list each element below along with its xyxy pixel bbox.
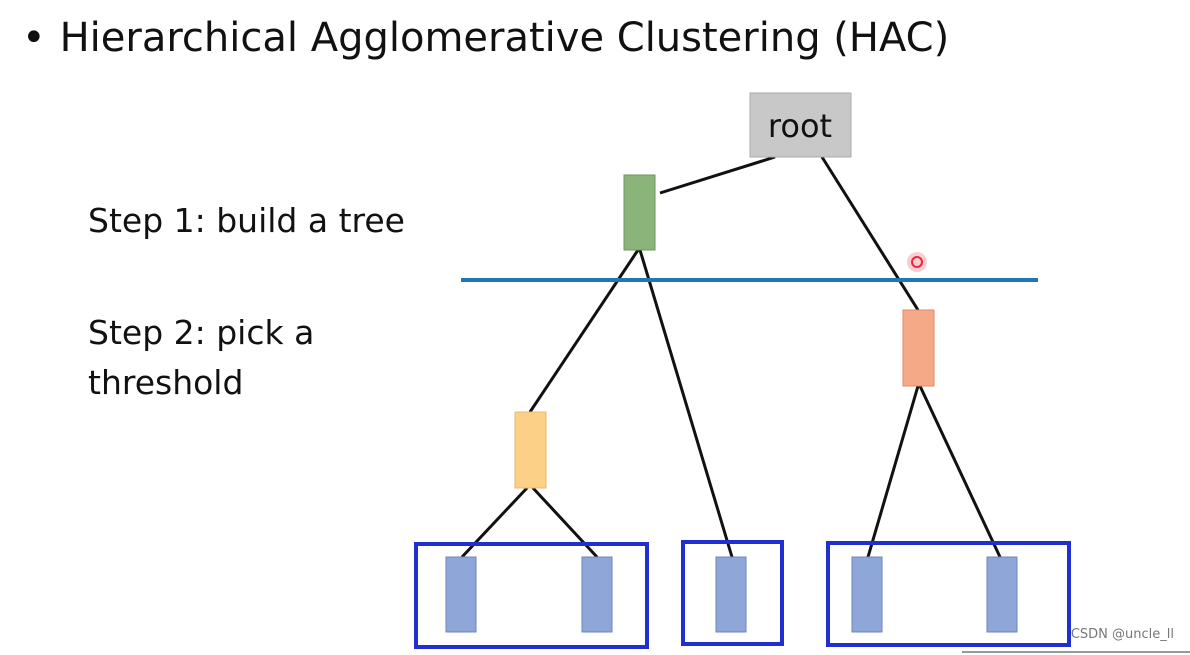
pointer-marker — [907, 252, 927, 272]
root-label: root — [768, 107, 832, 145]
step-2-text: Step 2: pick a threshold — [88, 308, 314, 408]
cluster-boxes — [414, 540, 1071, 649]
leaf-node — [986, 556, 1018, 633]
leaf-nodes — [445, 556, 1018, 633]
edge-green-yellow — [528, 249, 640, 413]
tree-edges — [460, 155, 1002, 559]
watermark-underline — [962, 651, 1190, 653]
edge-root-orange — [820, 156, 920, 311]
step-1-text: Step 1: build a tree — [88, 201, 405, 240]
title-text: Hierarchical Agglomerative Clustering (H… — [59, 15, 950, 61]
edge-orange-leaf4 — [866, 385, 920, 558]
leaf-node — [715, 556, 747, 633]
title-bullet: • — [22, 15, 46, 61]
orange-node — [902, 309, 935, 387]
step-2-line-1: Step 2: pick a — [88, 313, 315, 352]
watermark: CSDN @uncle_ll — [1070, 627, 1174, 642]
yellow-node — [514, 411, 547, 489]
green-node — [623, 174, 656, 251]
edge-root-green — [659, 155, 776, 195]
root-node — [749, 92, 852, 158]
slide-title: • Hierarchical Agglomerative Clustering (… — [22, 10, 949, 66]
leaf-node — [445, 556, 477, 633]
edge-yellow-leaf2 — [531, 486, 599, 559]
edge-orange-leaf5 — [918, 385, 1002, 558]
edge-yellow-leaf1 — [460, 486, 529, 559]
cluster-box — [414, 542, 649, 649]
edge-green-leaf3 — [638, 249, 734, 558]
step-2-line-2: threshold — [88, 363, 244, 402]
cluster-box — [826, 541, 1071, 647]
leaf-node — [851, 556, 883, 633]
leaf-node — [581, 556, 613, 633]
cluster-box — [681, 540, 784, 646]
